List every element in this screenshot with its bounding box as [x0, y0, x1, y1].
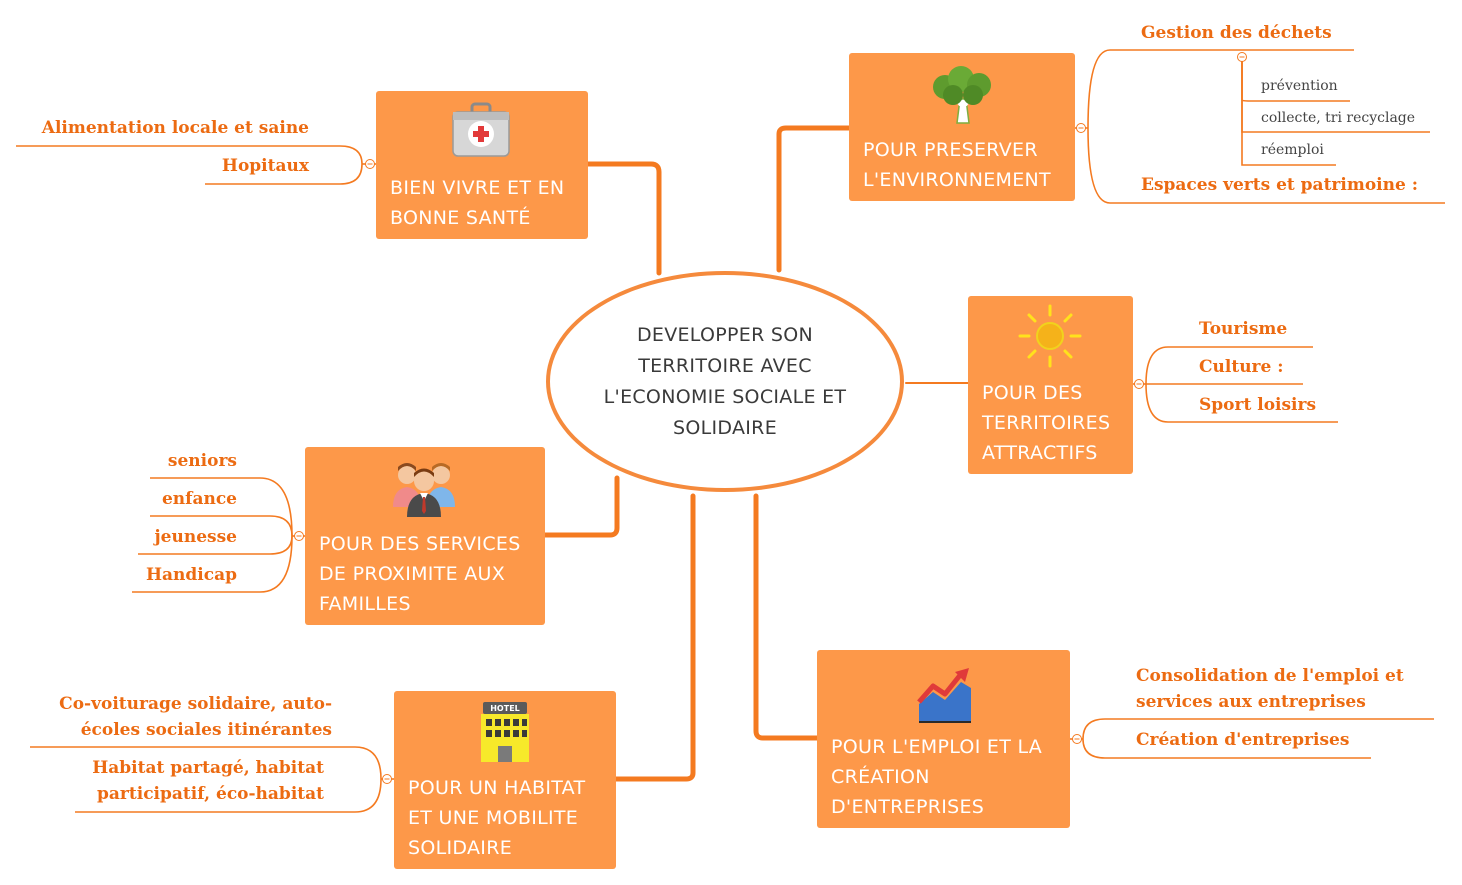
leaf-enfance[interactable]: enfance: [161, 489, 237, 509]
topic-services[interactable]: POUR DES SERVICES DE PROXIMITE AUX FAMIL…: [305, 447, 545, 625]
leaf-habitat-partage[interactable]: Habitat partagé, habitat participatif, é…: [92, 758, 324, 804]
svg-text:HOTEL: HOTEL: [490, 704, 520, 713]
topic-environnement-label: POUR PRESERVER L'ENVIRONNEMENT: [863, 139, 1051, 191]
leaf-creation-entreprises[interactable]: Création d'entreprises: [1136, 730, 1350, 750]
people-group-icon: [393, 463, 455, 517]
topic-territoires-label: POUR DES TERRITOIRES ATTRACTIFS: [982, 382, 1111, 464]
leaf-sport-loisirs[interactable]: Sport loisirs: [1199, 395, 1317, 415]
central-topic[interactable]: DEVELOPPER SON TERRITOIRE AVEC L'ECONOMI…: [546, 271, 904, 492]
leaf-jeunesse[interactable]: jeunesse: [154, 527, 237, 547]
leaf-culture[interactable]: Culture :: [1199, 357, 1284, 377]
subleaf-collecte[interactable]: collecte, tri recyclage: [1261, 110, 1416, 126]
leaf-handicap[interactable]: Handicap: [145, 565, 237, 585]
topic-environnement[interactable]: POUR PRESERVER L'ENVIRONNEMENT: [849, 53, 1075, 201]
leaf-hopitaux[interactable]: Hopitaux: [221, 156, 309, 176]
leaf-covoiturage[interactable]: Co-voiturage solidaire, auto-écoles soci…: [59, 694, 332, 740]
leaf-gestion-dechets[interactable]: Gestion des déchets: [1141, 23, 1332, 43]
topic-emploi[interactable]: POUR L'EMPLOI ET LA CRÉATION D'ENTREPRIS…: [817, 650, 1070, 828]
leaf-alimentation[interactable]: Alimentation locale et saine: [41, 118, 309, 138]
connector-habitat: [613, 493, 696, 782]
topic-habitat-label: POUR UN HABITAT ET UNE MOBILITE SOLIDAIR…: [408, 777, 586, 859]
broccoli-tree-icon: [933, 66, 991, 124]
connector-sante: [585, 161, 662, 276]
connector-emploi: [753, 493, 820, 741]
topic-emploi-label: POUR L'EMPLOI ET LA CRÉATION D'ENTREPRIS…: [831, 736, 1043, 818]
sun-icon: [1018, 304, 1082, 368]
topic-habitat[interactable]: HOTEL POUR UN HABITAT ET UNE MOBILITE SO…: [394, 691, 616, 869]
leaf-espaces-verts[interactable]: Espaces verts et patrimoine :: [1141, 175, 1418, 195]
central-topic-title: DEVELOPPER SON TERRITOIRE AVEC L'ECONOMI…: [603, 323, 847, 439]
connector-services: [542, 475, 620, 538]
leaf-seniors[interactable]: seniors: [167, 451, 237, 471]
leaf-consolidation[interactable]: Consolidation de l'emploi et services au…: [1136, 666, 1404, 712]
subleaf-prevention[interactable]: prévention: [1261, 78, 1338, 94]
topic-services-label: POUR DES SERVICES DE PROXIMITE AUX FAMIL…: [319, 533, 521, 615]
hotel-icon: HOTEL: [481, 702, 529, 762]
connector-environnement: [776, 125, 852, 273]
topic-sante[interactable]: BIEN VIVRE ET EN BONNE SANTÉ: [376, 91, 588, 239]
leaf-tourisme[interactable]: Tourisme: [1199, 319, 1288, 339]
topic-sante-label: BIEN VIVRE ET EN BONNE SANTÉ: [390, 177, 565, 229]
topic-territoires[interactable]: POUR DES TERRITOIRES ATTRACTIFS: [968, 296, 1133, 474]
subleaf-reemploi[interactable]: réemploi: [1261, 142, 1324, 158]
growth-chart-icon: [917, 668, 971, 723]
first-aid-kit-icon: [452, 102, 510, 157]
